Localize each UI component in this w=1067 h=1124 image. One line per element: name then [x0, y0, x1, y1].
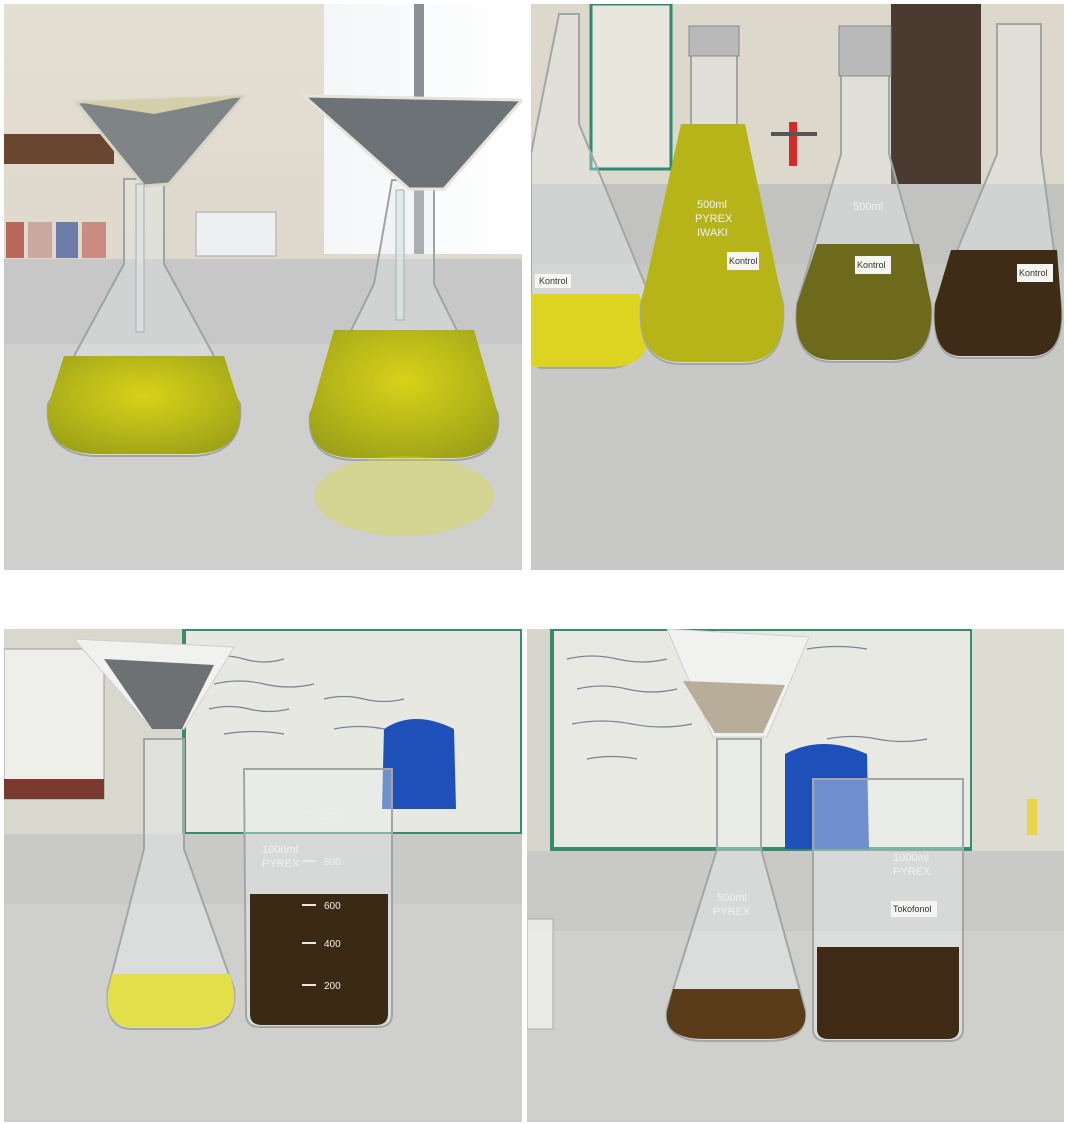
side-wall [972, 629, 1064, 859]
flask-3-label-text: Kontrol [857, 260, 886, 270]
flask-3-label [855, 256, 891, 274]
flask-liquid [666, 989, 806, 1039]
lab-device [195, 211, 277, 257]
left-filter-paper [76, 96, 244, 114]
flask-2-label [727, 252, 759, 270]
flask-2: 500ml PYREX IWAKI Kontrol [639, 25, 785, 365]
photo-4-drawing: 500ml PYREX 1000ml PYREX Tokofonol [527, 629, 1064, 1122]
beaker-liquid [250, 894, 388, 1025]
beaker: 1000ml PYREX Tokofonol [812, 778, 964, 1042]
photo-two-flasks-with-funnels [4, 4, 522, 570]
beaker-brand: PYREX [893, 866, 931, 878]
flask-1-liquid [531, 294, 650, 367]
flask-2-volume: 500ml [697, 199, 727, 211]
flask-3-foil-cap [838, 25, 892, 77]
back-counter [527, 851, 1064, 931]
flask-volume: 500ml [717, 892, 747, 904]
flask-3-volume: 500ml [853, 201, 883, 213]
photo-1-drawing [4, 4, 522, 570]
grad-600: 600 [324, 901, 341, 912]
red-stand [771, 122, 817, 166]
flask: 500ml PYREX [665, 629, 810, 1042]
blue-chair [382, 719, 456, 809]
grad-200: 200 [324, 981, 341, 992]
right-funnel-stem [395, 189, 405, 321]
back-counter [4, 834, 522, 904]
flask-2-brand: PYREX [695, 213, 733, 225]
left-flask [46, 94, 248, 457]
yellow-tap [1027, 799, 1037, 835]
beaker-volume: 1000ml [262, 844, 298, 856]
grad-1000: 1000 [320, 811, 343, 822]
beaker-label-text: Tokofonol [893, 904, 932, 914]
light-reflection [314, 456, 494, 536]
beaker-label [891, 901, 937, 917]
flask-4-label [1017, 264, 1053, 282]
right-funnel [299, 94, 522, 191]
cabinet-base [4, 779, 104, 799]
flask-2-label-text: Kontrol [729, 256, 758, 266]
beaker-liquid [817, 947, 959, 1039]
flask [72, 638, 236, 1030]
flask-3-liquid [796, 244, 932, 360]
back-counter [4, 259, 522, 344]
shelf [4, 134, 114, 164]
whiteboard-writing [566, 645, 928, 760]
flask-2-liquid [640, 124, 784, 362]
funnel-residue [104, 659, 214, 729]
photo-four-flasks-colour-series: Kontrol 500ml PYREX IWAKI Kontrol 500ml … [531, 4, 1064, 570]
photo-3-drawing: 1000ml PYREX 1000 800 600 400 200 [4, 629, 522, 1122]
flask-3: 500ml Kontrol [795, 25, 933, 363]
wall-cabinet [4, 648, 105, 800]
jars [6, 222, 106, 258]
whiteboard-edge [589, 4, 673, 171]
flask-1-label-text: Kontrol [539, 276, 568, 286]
grad-ticks [302, 814, 316, 986]
flask-2-iwaki: IWAKI [697, 227, 728, 239]
beaker-volume: 1000ml [893, 852, 929, 864]
left-funnel-stem [135, 183, 145, 333]
right-flask-liquid [309, 330, 499, 458]
grad-400: 400 [324, 939, 341, 950]
right-flask [299, 94, 522, 461]
left-flask-liquid [47, 356, 241, 454]
flask-4-label-text: Kontrol [1019, 268, 1048, 278]
beaker-brand: PYREX [262, 858, 300, 870]
funnel-residue [683, 681, 785, 733]
photo-2-drawing: Kontrol 500ml PYREX IWAKI Kontrol 500ml … [531, 4, 1064, 570]
flask-liquid [107, 974, 235, 1027]
dark-cabinet [891, 4, 981, 194]
grad-800: 800 [324, 857, 341, 868]
flask-brand: PYREX [713, 906, 751, 918]
blue-chair [785, 744, 869, 849]
beaker: 1000ml PYREX 1000 800 600 400 200 [242, 768, 393, 1028]
flask-2-foil-cap [688, 25, 740, 57]
photo-flask-and-beaker-brown: 500ml PYREX 1000ml PYREX Tokofonol [527, 629, 1064, 1122]
flask-1-label [535, 274, 571, 288]
photo-flask-and-beaker-dark: 1000ml PYREX 1000 800 600 400 200 [4, 629, 522, 1122]
small-glass [527, 918, 554, 1030]
flask-4: Kontrol [933, 23, 1063, 359]
